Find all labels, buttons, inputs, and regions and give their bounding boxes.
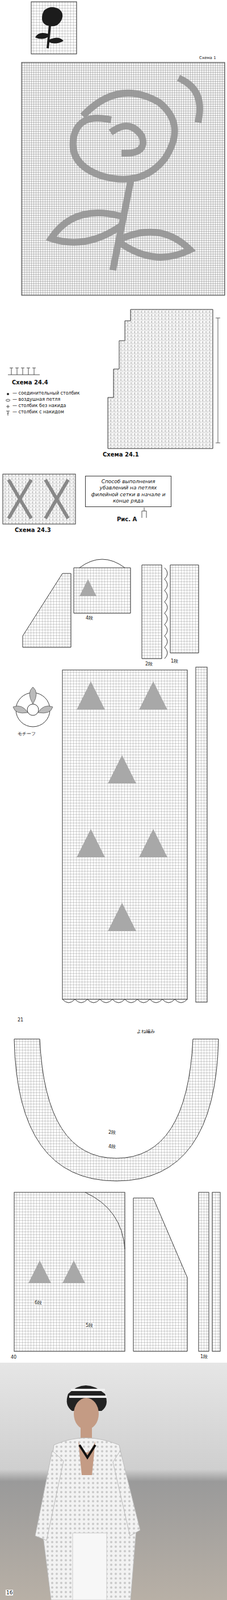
legend-symbols	[6, 392, 11, 416]
rose-chart-large	[21, 62, 225, 296]
chart-label: 1段	[199, 1353, 209, 1359]
chart-24-1	[107, 309, 221, 449]
chart-label: 2段	[144, 661, 154, 667]
chart-label: モチーフ	[17, 730, 37, 737]
chart-label: 16	[5, 1589, 14, 1595]
chart-label: 5段	[85, 1322, 94, 1328]
chart-24-3	[2, 473, 76, 524]
chart-label: Схема 24.4	[11, 379, 49, 386]
chart-label: 2段	[107, 1129, 117, 1135]
note-box: Способ выполнения убавлений на петлях фи…	[85, 475, 172, 507]
chart-label: Рис. А	[116, 515, 138, 523]
jp-chart-1	[13, 558, 208, 1003]
chart-label: 1段	[170, 658, 179, 664]
chart-label: 4段	[85, 615, 94, 621]
chart-label: Схема 24.1	[102, 451, 140, 458]
model-photo	[0, 1362, 227, 1600]
legend-entry: — воздушная петля	[12, 397, 61, 403]
legend-entry: — столбик без накида	[12, 403, 66, 409]
note-text: Способ выполнения убавлений на петлях фи…	[87, 478, 169, 504]
chart-label: よね編み	[136, 1028, 156, 1034]
chart-24-4	[7, 367, 40, 375]
chart-label: 4段	[107, 1143, 117, 1149]
jp-chart-2	[14, 1038, 221, 1351]
legend-entry: — соединительный столбик	[12, 391, 81, 397]
chart-label: 21	[17, 1016, 24, 1023]
rose-chart-small	[31, 1, 77, 54]
decrease-symbol	[141, 507, 147, 518]
chart-label: Схема 1	[198, 55, 217, 61]
legend-entry: — столбик с накидом	[12, 409, 65, 415]
chart-label: Схема 24.3	[14, 526, 52, 534]
chart-label: 40	[10, 1354, 18, 1360]
chart-label: 6段	[34, 1299, 43, 1305]
